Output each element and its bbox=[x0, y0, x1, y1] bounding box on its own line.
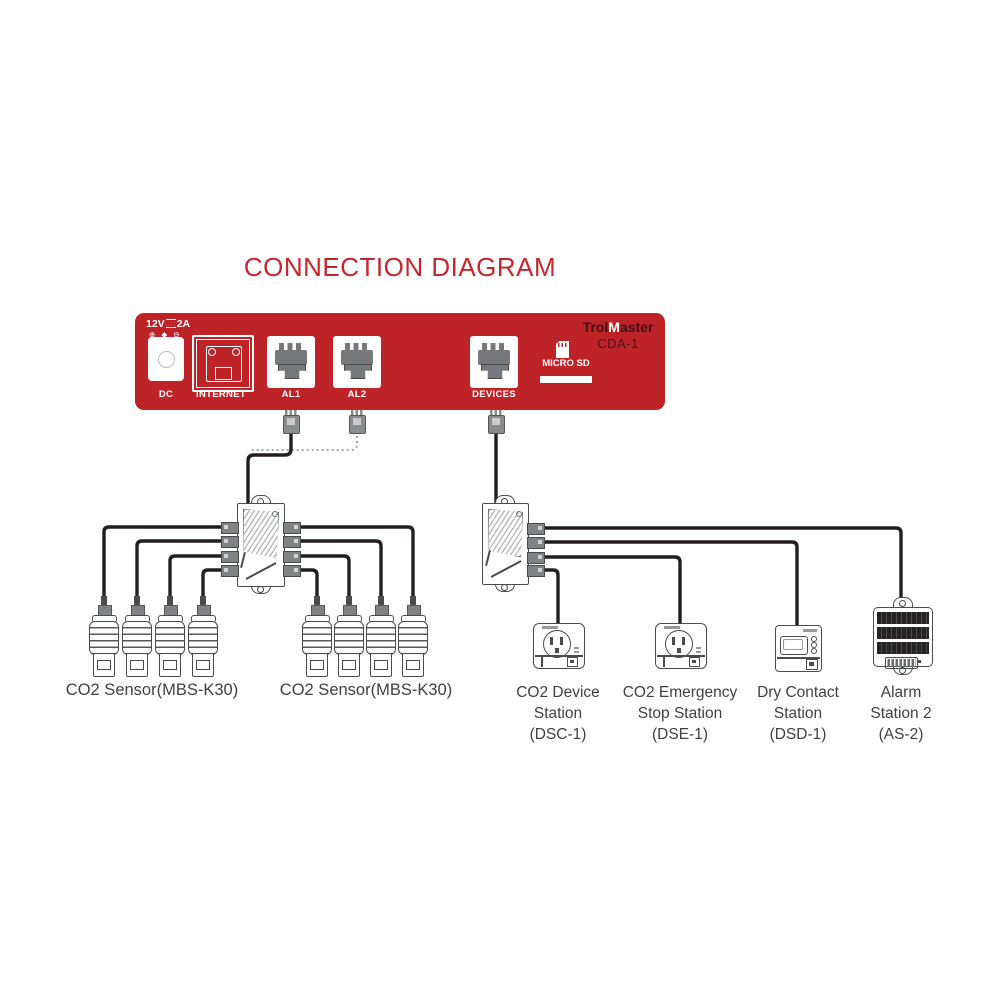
as2-mount-tab bbox=[893, 597, 913, 607]
co2-sensor bbox=[365, 596, 397, 678]
page-title: CONNECTION DIAGRAM bbox=[243, 252, 557, 282]
hub-port-stub bbox=[527, 552, 545, 564]
cable-sensor-2 bbox=[135, 539, 223, 601]
al1-port bbox=[267, 336, 315, 388]
cable-al1-to-hub bbox=[246, 428, 293, 505]
dsc1-device bbox=[533, 623, 585, 669]
cable-sensor-8 bbox=[297, 568, 319, 601]
rj-plug-al1 bbox=[283, 410, 300, 434]
micro-sd-slot bbox=[540, 376, 592, 383]
internet-port bbox=[192, 335, 254, 392]
rj-jack-icon bbox=[341, 343, 373, 381]
cable-dse1 bbox=[541, 555, 682, 629]
dc-voltage-icon bbox=[165, 319, 176, 329]
ethernet-jack-outline bbox=[196, 339, 250, 388]
cable-dsd1 bbox=[541, 540, 799, 629]
hub-port-stub bbox=[221, 551, 239, 563]
hub-port-stub bbox=[221, 522, 239, 534]
co2-sensor bbox=[187, 596, 219, 678]
cable-sensor-1 bbox=[102, 525, 223, 601]
devices-port bbox=[470, 336, 518, 388]
rj-jack-icon bbox=[275, 343, 307, 381]
cable-al2-dotted bbox=[250, 431, 358, 451]
dc-jack-hole bbox=[158, 351, 175, 368]
co2-sensor bbox=[301, 596, 333, 678]
cable-as2 bbox=[541, 526, 903, 602]
rj-plug-devices bbox=[488, 410, 505, 434]
dc-port-label: DC bbox=[158, 389, 174, 400]
sensor-group-label-left: CO2 Sensor(MBS-K30) bbox=[65, 681, 239, 699]
co2-sensor bbox=[88, 596, 120, 678]
rj-jack-icon bbox=[478, 343, 510, 381]
hub-port-stub bbox=[221, 536, 239, 548]
al2-port bbox=[333, 336, 381, 388]
al1-port-label: AL1 bbox=[281, 389, 301, 400]
polarity-icon: ⊕ ◆ ⊖ bbox=[149, 330, 182, 339]
micro-sd-label: MICRO SD bbox=[542, 358, 590, 369]
internet-port-label: INTERNET bbox=[196, 389, 246, 400]
co2-sensor bbox=[121, 596, 153, 678]
co2-sensor bbox=[154, 596, 186, 678]
cable-dsc1 bbox=[541, 568, 560, 629]
splitter-hub-right bbox=[482, 503, 529, 585]
brand-logo: TrolMaster bbox=[582, 319, 654, 335]
as2-device bbox=[873, 607, 933, 669]
cable-sensor-3 bbox=[168, 554, 223, 601]
al2-port-label: AL2 bbox=[347, 389, 367, 400]
co2-sensor bbox=[333, 596, 365, 678]
hub-port-stub bbox=[527, 537, 545, 549]
hub-port-stub bbox=[283, 522, 301, 534]
dsd1-device bbox=[775, 625, 822, 672]
dse1-device bbox=[655, 623, 707, 669]
hub-port-stub bbox=[283, 551, 301, 563]
cable-sensor-6 bbox=[297, 539, 383, 601]
sensor-group-label-right: CO2 Sensor(MBS-K30) bbox=[279, 681, 453, 699]
devices-port-label: DEVICES bbox=[472, 389, 516, 400]
hub-port-stub bbox=[283, 565, 301, 577]
cable-sensor-5 bbox=[297, 525, 415, 601]
hub-port-stub bbox=[527, 523, 545, 535]
co2-sensor bbox=[397, 596, 429, 678]
model-label: CDA-1 bbox=[597, 336, 639, 351]
splitter-hub-left bbox=[237, 503, 285, 587]
hub-port-stub bbox=[527, 565, 545, 577]
hub-port-stub bbox=[221, 565, 239, 577]
micro-sd-icon bbox=[556, 341, 569, 358]
cable-sensor-4 bbox=[201, 568, 223, 601]
hub-port-stub bbox=[283, 536, 301, 548]
rj-plug-al2 bbox=[349, 410, 366, 434]
dc-port bbox=[148, 337, 184, 381]
cable-sensor-7 bbox=[297, 554, 351, 601]
